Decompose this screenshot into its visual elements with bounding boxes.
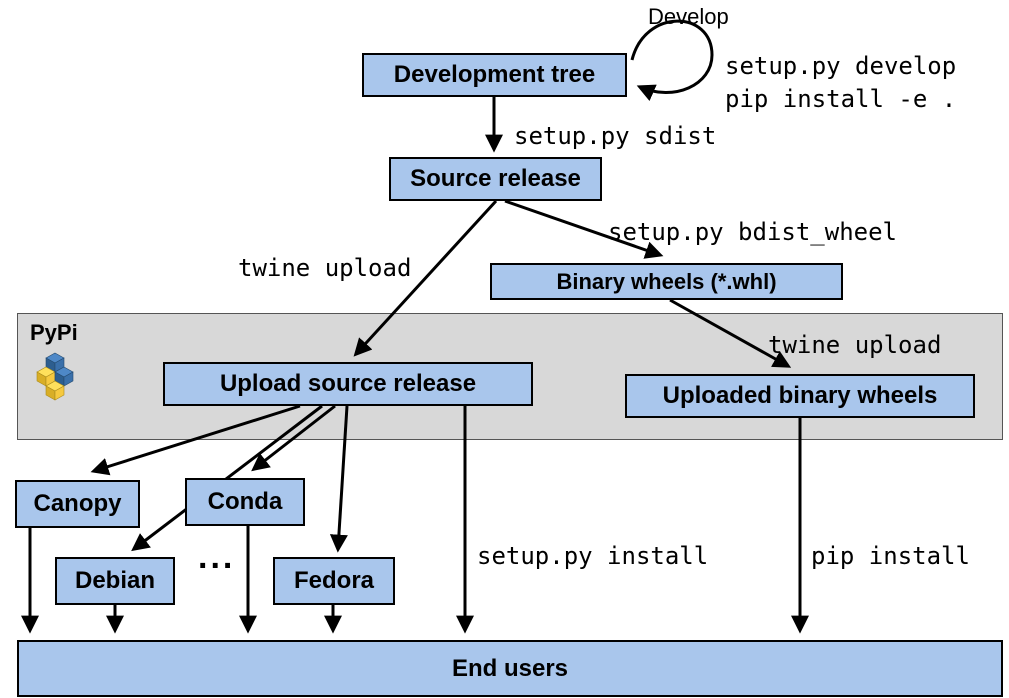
edge-upload-to-conda — [251, 404, 336, 472]
label-setup-install: setup.py install — [477, 542, 709, 570]
label-twine-upload-source: twine upload — [238, 254, 412, 282]
node-end-users: End users — [17, 640, 1003, 697]
edge-develop-selfloop — [630, 19, 714, 102]
label-sdist: setup.py sdist — [514, 122, 717, 150]
node-fedora: Fedora — [273, 557, 395, 605]
node-development-tree: Development tree — [362, 53, 627, 97]
edge-source-to-wheels — [504, 199, 664, 259]
label-pip-install-editable: pip install -e . — [725, 85, 957, 113]
node-source-release: Source release — [389, 157, 602, 201]
edge-upload-to-canopy — [90, 404, 301, 476]
node-canopy: Canopy — [15, 480, 140, 528]
edge-upload-to-fedora — [329, 405, 349, 553]
edge-wheels-to-uploaded — [669, 298, 792, 368]
node-upload-source-release: Upload source release — [163, 362, 533, 406]
edge-source-to-upload — [353, 199, 498, 357]
node-uploaded-binary-wheels: Uploaded binary wheels — [625, 374, 975, 418]
pypi-logo-icon — [36, 352, 74, 401]
node-debian: Debian — [55, 557, 175, 605]
label-bdist-wheel: setup.py bdist_wheel — [608, 218, 897, 246]
ellipsis-more-distros: ... — [198, 538, 236, 576]
label-twine-upload-wheels: twine upload — [768, 331, 942, 359]
node-binary-wheels: Binary wheels (*.whl) — [490, 263, 843, 300]
edge-upload-to-debian — [131, 404, 323, 552]
label-pip-install: pip install — [811, 542, 970, 570]
label-develop: Develop — [648, 4, 729, 29]
node-conda: Conda — [185, 478, 305, 526]
pypi-region-label: PyPi — [30, 320, 78, 345]
label-setup-develop: setup.py develop — [725, 52, 957, 80]
